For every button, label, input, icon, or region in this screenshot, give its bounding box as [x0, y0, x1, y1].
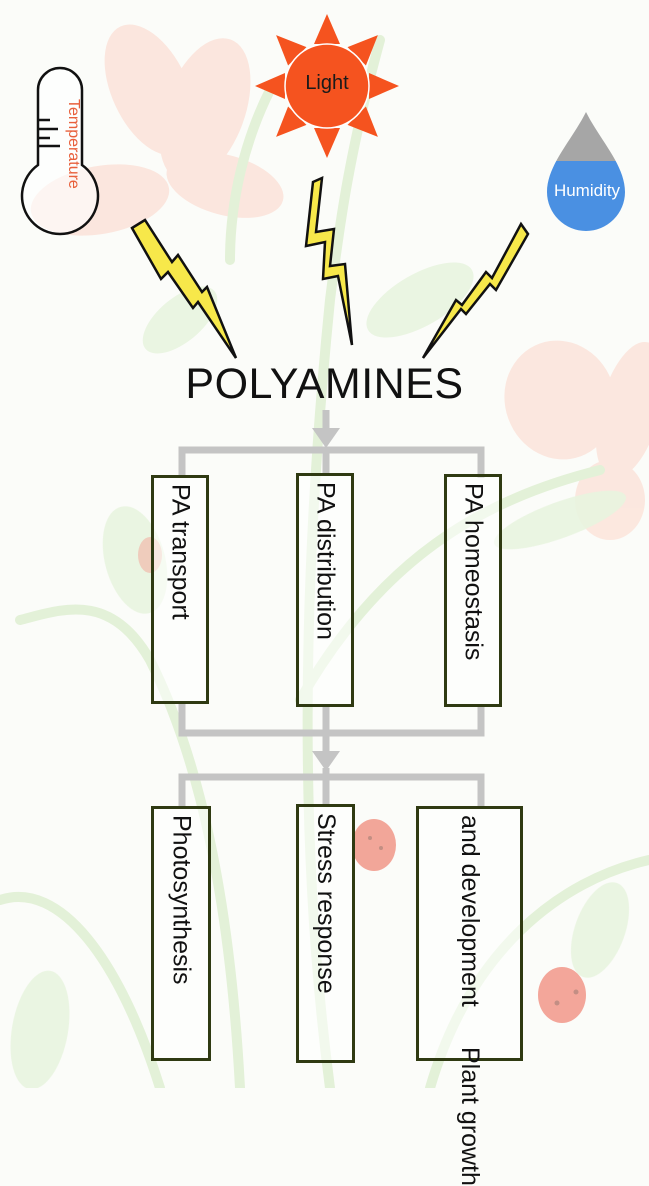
sun-ray: [255, 72, 285, 100]
mechanism-box-pa-transport: PA transport: [151, 475, 209, 704]
connector-mechanisms-to-outcomes: [178, 703, 485, 808]
sun-ray: [369, 72, 399, 100]
mechanism-box-pa-distribution: PA distribution: [296, 473, 354, 707]
mechanism-label: PA distribution: [311, 482, 340, 640]
humidity-label: Humidity: [553, 181, 621, 200]
outcome-box-stress-response: Stress response: [296, 804, 355, 1063]
sun-ray: [276, 106, 307, 137]
arrow-head-icon: [312, 751, 340, 771]
water-drop-icon: [547, 112, 625, 231]
outcome-label-line: Plant growth: [456, 1046, 484, 1186]
sun-icon: [255, 14, 399, 158]
mechanism-box-pa-homeostasis: PA homeostasis: [444, 474, 502, 707]
ladybug-icon: [538, 967, 586, 1023]
sun-ray: [313, 14, 341, 44]
outcome-box-photosynthesis: Photosynthesis: [151, 806, 211, 1061]
mechanism-label: PA homeostasis: [459, 483, 488, 661]
diagram-title: POLYAMINES: [185, 360, 464, 408]
arrow-head-icon: [312, 428, 340, 448]
outcome-label-line: and development: [456, 815, 484, 1007]
sun-ray: [347, 106, 378, 137]
lightning-bolt-icon: [304, 175, 354, 346]
light-label: Light: [305, 72, 349, 94]
lightning-bolt-icon: [421, 221, 530, 359]
outcome-label: Plant growth and development: [455, 809, 484, 1186]
thermometer-icon: [20, 66, 100, 236]
sun-disc: [284, 43, 370, 129]
sun-ray: [276, 35, 307, 66]
temperature-label: Temperature: [65, 99, 82, 189]
sun-ray: [313, 128, 341, 158]
lightning-bolt-icon: [130, 218, 238, 359]
sun-ray: [347, 35, 378, 66]
outcome-label: Stress response: [312, 813, 340, 994]
ladybug-icon: [352, 819, 396, 871]
connector-polyamines-to-mechanisms: [178, 410, 485, 478]
mechanism-label: PA transport: [166, 484, 195, 620]
outcome-label: Photosynthesis: [167, 815, 196, 985]
outcome-box-plant-growth: Plant growth and development: [416, 806, 523, 1186]
